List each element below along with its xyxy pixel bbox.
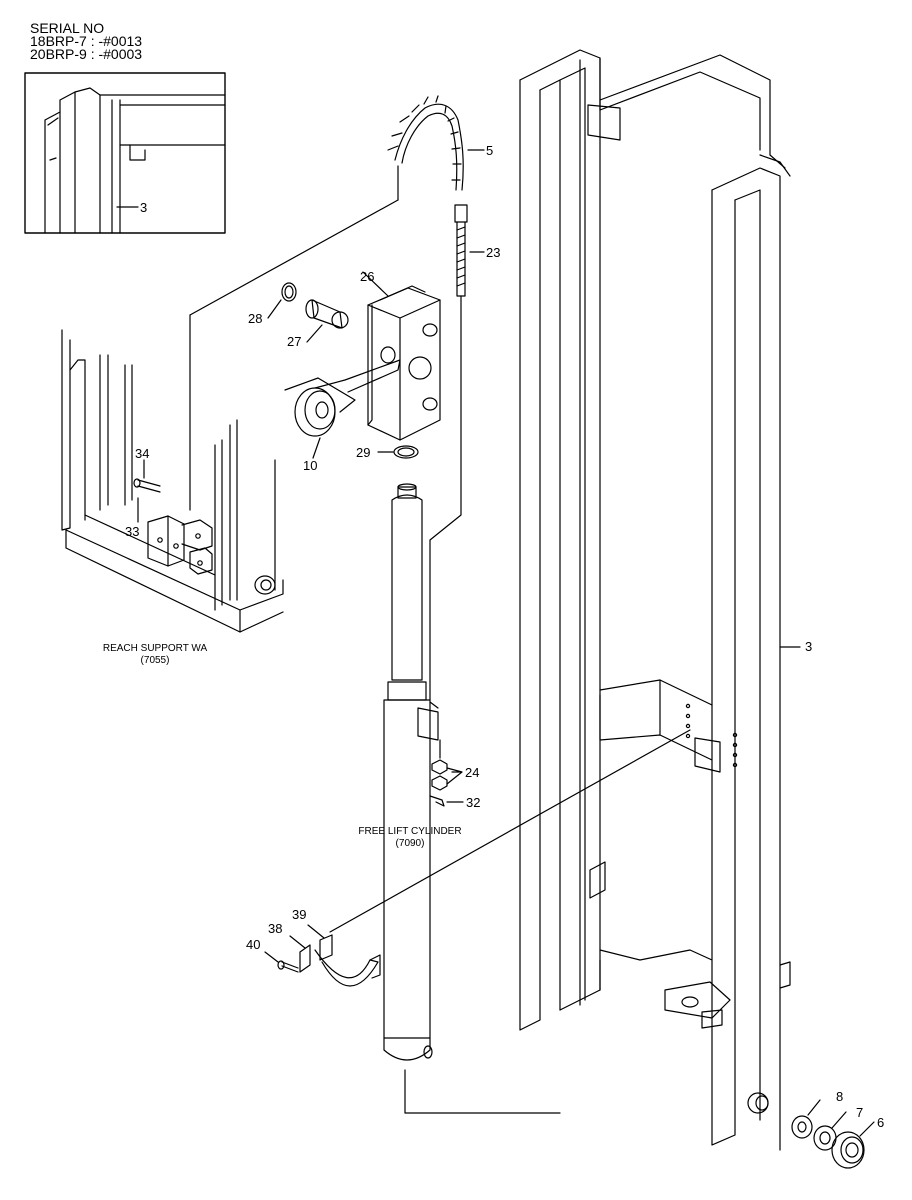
- callout-8: 8: [836, 1089, 843, 1104]
- sheave: [284, 359, 401, 459]
- chain-bracket: [362, 271, 441, 441]
- callout-5: 5: [486, 143, 493, 158]
- callout-10: 10: [303, 458, 317, 473]
- snap-ring-29: [377, 445, 419, 459]
- callout-32: 32: [466, 795, 480, 810]
- bearing-stack: [747, 1092, 875, 1169]
- callout-29: 29: [356, 445, 370, 460]
- callout-39: 39: [292, 907, 306, 922]
- pin-and-ring: [267, 282, 349, 343]
- callout-28: 28: [248, 311, 262, 326]
- callout-27: 27: [287, 334, 301, 349]
- reach-support-name: REACH SUPPORT WA: [102, 643, 208, 654]
- mast-rail: [519, 49, 801, 1151]
- reach-support-assembly: [61, 329, 284, 633]
- callout-6: 6: [877, 1115, 884, 1130]
- anchor-bolt: [429, 204, 485, 701]
- chain: [387, 95, 485, 201]
- callout-inset-3: 3: [140, 200, 147, 215]
- serial-number-block: SERIAL NO 18BRP-7 : -#0013 20BRP-9 : -#0…: [30, 20, 143, 62]
- free-lift-cylinder: [189, 199, 561, 1114]
- callout-24: 24: [465, 765, 479, 780]
- reach-support-code: (7055): [140, 655, 170, 666]
- reach-support-caption: REACH SUPPORT WA (7055): [70, 643, 240, 667]
- callout-mast-3: 3: [805, 639, 812, 654]
- callout-40: 40: [246, 937, 260, 952]
- free-lift-name: FREE LIFT CYLINDER: [358, 826, 462, 837]
- free-lift-caption: FREE LIFT CYLINDER (7090): [335, 826, 485, 850]
- serial-line-2: 20BRP-9 : -#0003: [30, 46, 143, 62]
- callout-34: 34: [135, 446, 149, 461]
- cylinder-clamp: [264, 729, 691, 987]
- inset-detail: [24, 72, 226, 234]
- free-lift-code: (7090): [395, 838, 425, 849]
- callout-26: 26: [360, 269, 374, 284]
- callout-33: 33: [125, 524, 139, 539]
- nut-and-cotter: [429, 739, 464, 807]
- serial-line-1: 18BRP-7 : -#0013: [30, 33, 143, 49]
- callout-23: 23: [486, 245, 500, 260]
- callout-38: 38: [268, 921, 282, 936]
- callout-7: 7: [856, 1105, 863, 1120]
- serial-heading: SERIAL NO: [30, 20, 105, 36]
